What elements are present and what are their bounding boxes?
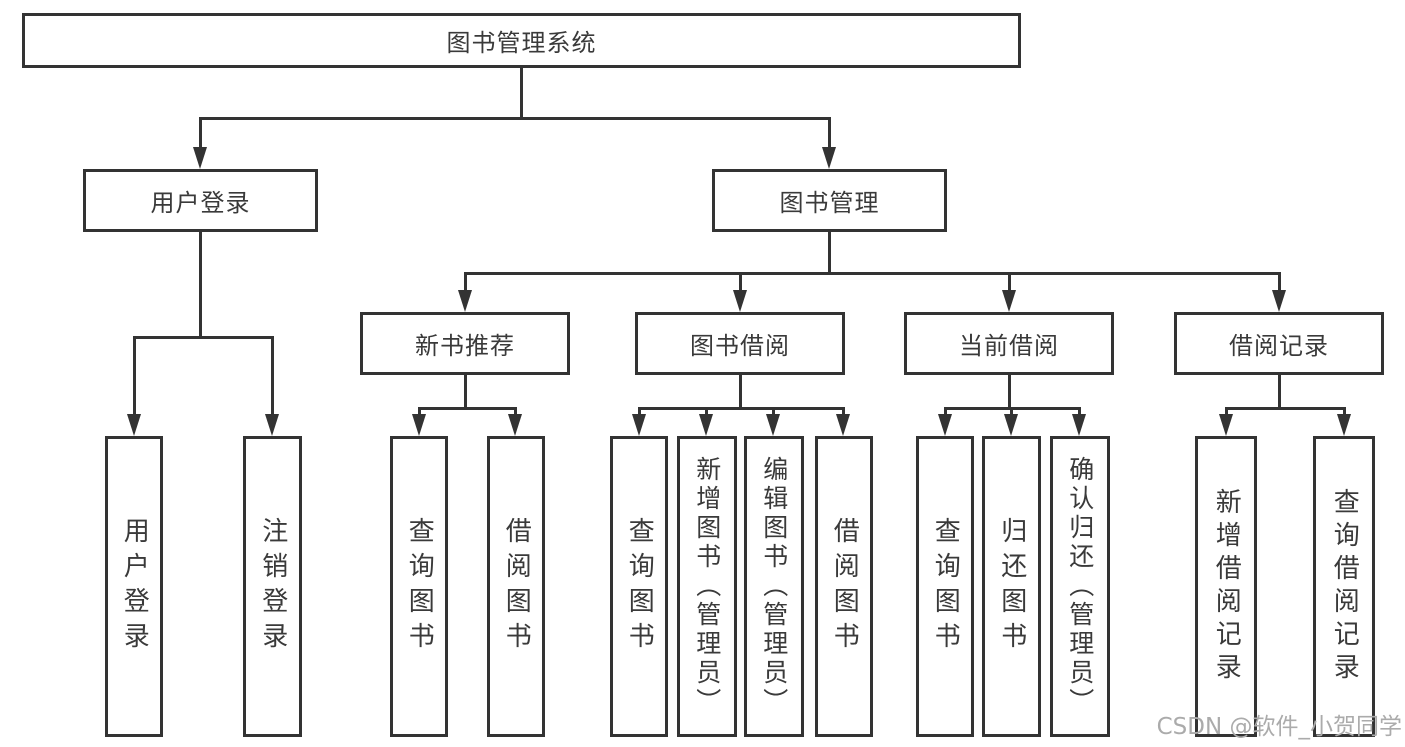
arrow-down-icon <box>766 414 780 436</box>
node-label: 借阅图书 <box>829 516 860 657</box>
arrow-down-icon <box>508 414 522 436</box>
leaf-borrow-books: 借阅图书 <box>815 436 873 737</box>
leaf-confirm-return-admin: 确认归还（管理员） <box>1050 436 1110 737</box>
arrow-down-icon <box>822 147 836 169</box>
leaf-query-books-current: 查询图书 <box>916 436 974 737</box>
leaf-query-books-recommend: 查询图书 <box>390 436 448 737</box>
connector-vline <box>271 336 274 416</box>
arrow-down-icon <box>699 414 713 436</box>
arrow-down-icon <box>1219 414 1233 436</box>
connector-hline <box>199 117 830 120</box>
connector-vline <box>520 68 523 117</box>
arrow-down-icon <box>733 290 747 312</box>
node-book-management: 图书管理 <box>712 169 947 232</box>
connector-hline <box>1225 407 1345 410</box>
leaf-user-login: 用户登录 <box>105 436 163 737</box>
arrow-down-icon <box>458 290 472 312</box>
connector-vline <box>842 407 845 416</box>
arrow-down-icon <box>938 414 952 436</box>
node-book-borrowing: 图书借阅 <box>635 312 845 375</box>
node-label: 用户登录 <box>150 189 251 217</box>
node-label: 查询图书 <box>624 516 655 657</box>
node-label: 新书推荐 <box>415 332 515 360</box>
node-borrowing-records: 借阅记录 <box>1174 312 1384 375</box>
connector-vline <box>739 272 742 292</box>
node-label: 新增借阅记录 <box>1211 487 1242 686</box>
node-user-login: 用户登录 <box>83 169 318 232</box>
node-label: 新增图书（管理员） <box>692 456 722 717</box>
node-label: 注销登录 <box>257 516 288 657</box>
connector-vline <box>199 232 202 336</box>
connector-vline <box>418 407 421 416</box>
leaf-borrow-books-recommend: 借阅图书 <box>487 436 545 737</box>
connector-vline <box>828 117 831 148</box>
leaf-query-borrow-record: 查询借阅记录 <box>1313 436 1375 737</box>
connector-vline <box>514 407 517 416</box>
node-label: 查询图书 <box>930 516 961 657</box>
arrow-down-icon <box>632 414 646 436</box>
connector-vline <box>1008 375 1011 407</box>
connector-vline <box>772 407 775 416</box>
node-label: 图书借阅 <box>690 332 790 360</box>
connector-vline <box>705 407 708 416</box>
arrow-down-icon <box>1337 414 1351 436</box>
connector-vline <box>1225 407 1228 416</box>
connector-vline <box>739 375 742 407</box>
connector-vline <box>133 336 136 416</box>
arrow-down-icon <box>127 414 141 436</box>
connector-vline <box>638 407 641 416</box>
leaf-logout: 注销登录 <box>243 436 302 737</box>
leaf-add-borrow-record: 新增借阅记录 <box>1195 436 1257 737</box>
arrow-down-icon <box>1072 414 1086 436</box>
connector-vline <box>1278 375 1281 407</box>
node-label: 查询图书 <box>404 516 435 657</box>
node-library-management-system: 图书管理系统 <box>22 13 1021 68</box>
leaf-edit-books-admin: 编辑图书（管理员） <box>744 436 804 737</box>
connector-vline <box>1008 272 1011 292</box>
arrow-down-icon <box>193 147 207 169</box>
node-label: 用户登录 <box>119 516 150 657</box>
connector-hline <box>638 407 845 410</box>
watermark: CSDN @软件_小贺同学 <box>1156 714 1402 740</box>
leaf-add-books-admin: 新增图书（管理员） <box>677 436 737 737</box>
node-label: 图书管理系统 <box>446 29 597 57</box>
connector-vline <box>944 407 947 416</box>
connector-vline <box>1010 407 1013 416</box>
node-label: 编辑图书（管理员） <box>759 456 789 717</box>
arrow-down-icon <box>1004 414 1018 436</box>
leaf-query-books-borrow: 查询图书 <box>610 436 668 737</box>
node-label: 借阅记录 <box>1229 332 1329 360</box>
node-label: 确认归还（管理员） <box>1065 456 1095 717</box>
connector-hline <box>418 407 517 410</box>
node-label: 归还图书 <box>996 516 1027 657</box>
arrow-down-icon <box>1002 290 1016 312</box>
connector-vline <box>1078 407 1081 416</box>
arrow-down-icon <box>412 414 426 436</box>
connector-vline <box>1343 407 1346 416</box>
arrow-down-icon <box>836 414 850 436</box>
node-label: 当前借阅 <box>959 332 1059 360</box>
connector-vline <box>464 272 467 292</box>
node-label: 查询借阅记录 <box>1329 487 1360 686</box>
arrow-down-icon <box>1272 290 1286 312</box>
connector-vline <box>464 375 467 407</box>
connector-vline <box>828 232 831 272</box>
node-new-book-recommendation: 新书推荐 <box>360 312 570 375</box>
node-current-borrowing: 当前借阅 <box>904 312 1114 375</box>
leaf-return-books: 归还图书 <box>982 436 1041 737</box>
connector-hline <box>133 336 273 339</box>
connector-hline <box>464 272 1280 275</box>
connector-vline <box>199 117 202 148</box>
arrow-down-icon <box>265 414 279 436</box>
connector-vline <box>1278 272 1281 292</box>
node-label: 图书管理 <box>779 189 880 217</box>
node-label: 借阅图书 <box>501 516 532 657</box>
